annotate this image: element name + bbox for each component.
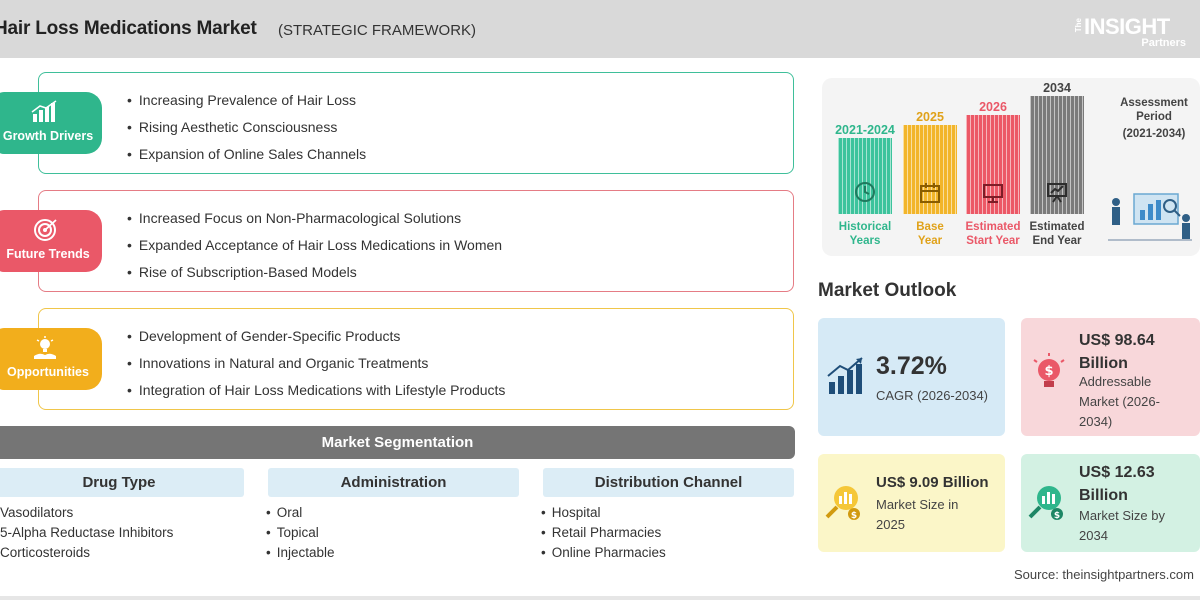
timeline-bar-start bbox=[966, 115, 1020, 214]
segmentation-title: Market Segmentation bbox=[0, 426, 795, 459]
administration-header: Administration bbox=[268, 468, 519, 497]
addressable-market-value: US$ 98.64 Billion bbox=[1079, 332, 1155, 372]
market-size-2034-label: Market Size by 2034 bbox=[1079, 508, 1165, 543]
list-item: Rise of Subscription-Based Models bbox=[127, 259, 502, 286]
distribution-channel-list: Hospital Retail Pharmacies Online Pharma… bbox=[541, 503, 666, 563]
list-item: Topical bbox=[266, 523, 335, 543]
timeline-year-end: 2034 bbox=[1043, 81, 1071, 95]
target-icon bbox=[34, 219, 57, 241]
timeline-label-base: Base Year bbox=[916, 221, 944, 247]
page-subtitle: (STRATEGIC FRAMEWORK) bbox=[278, 22, 477, 39]
analytics-people-icon bbox=[1108, 193, 1192, 241]
badge-label: Future Trends bbox=[6, 247, 90, 261]
timeline-year-historical: 2021-2024 bbox=[835, 123, 895, 137]
timeline-label-end: Estimated End Year bbox=[1029, 221, 1085, 247]
rising-chart-icon bbox=[827, 357, 863, 394]
timeline-bar-end bbox=[1030, 96, 1084, 214]
bottom-divider bbox=[0, 596, 1200, 600]
addressable-market-label: Addressable Market (2026-2034) bbox=[1079, 374, 1160, 429]
list-item: Innovations in Natural and Organic Treat… bbox=[127, 350, 505, 377]
magnifier-chart-icon: $ bbox=[1028, 486, 1063, 521]
growth-drivers-list: Increasing Prevalence of Hair Loss Risin… bbox=[127, 87, 366, 168]
svg-text:$: $ bbox=[851, 511, 857, 521]
timeline-label-historical: Historical Years bbox=[838, 221, 892, 247]
header-bar: Hair Loss Medications Market (STRATEGIC … bbox=[0, 0, 1200, 58]
addressable-market-card: $ US$ 98.64 Billion Addressable Market (… bbox=[1021, 318, 1200, 436]
svg-text:$: $ bbox=[1044, 364, 1053, 379]
cagr-card: 3.72% CAGR (2026-2034) bbox=[818, 318, 1005, 436]
drug-type-list: Vasodilators 5-Alpha Reductase Inhibitor… bbox=[0, 503, 173, 563]
opportunities-list: Development of Gender-Specific Products … bbox=[127, 323, 506, 404]
administration-list: Oral Topical Injectable bbox=[266, 503, 335, 563]
drug-type-header: Drug Type bbox=[0, 468, 244, 497]
monitor-icon bbox=[983, 184, 1003, 203]
dollar-bulb-icon: $ bbox=[1033, 353, 1065, 387]
list-item: Integration of Hair Loss Medications wit… bbox=[127, 377, 506, 404]
market-size-2034-card: $ US$ 12.63 Billion Market Size by 2034 bbox=[1021, 454, 1200, 552]
cagr-label: CAGR (2026-2034) bbox=[876, 388, 988, 403]
assessment-period-range: (2021-2034) bbox=[1122, 128, 1186, 140]
future-trends-box: Increased Focus on Non-Pharmacological S… bbox=[38, 190, 794, 292]
timeline-bar-base bbox=[903, 125, 957, 214]
list-item: Development of Gender-Specific Products bbox=[127, 323, 505, 350]
svg-text:$: $ bbox=[1054, 511, 1060, 521]
opportunities-badge: Opportunities bbox=[0, 328, 102, 390]
market-outlook-title: Market Outlook bbox=[818, 280, 957, 301]
bar-growth-icon bbox=[31, 100, 57, 122]
list-item: Retail Pharmacies bbox=[541, 523, 666, 543]
growth-drivers-badge: Growth Drivers bbox=[0, 92, 102, 154]
list-item: Vasodilators bbox=[0, 505, 74, 520]
source-credit: Source: theinsightpartners.com bbox=[1014, 567, 1194, 582]
timeline-year-base: 2025 bbox=[916, 110, 944, 124]
future-trends-list: Increased Focus on Non-Pharmacological S… bbox=[127, 205, 502, 286]
magnifier-chart-icon: $ bbox=[825, 486, 860, 521]
page-title: Hair Loss Medications Market bbox=[0, 18, 257, 39]
list-item: Oral bbox=[266, 503, 335, 523]
market-size-2025-card: $ US$ 9.09 Billion Market Size in 2025 bbox=[818, 454, 1005, 552]
badge-label: Growth Drivers bbox=[2, 129, 94, 143]
insight-partners-logo: The INSIGHT Partners bbox=[1074, 14, 1186, 49]
list-item: Expanded Acceptance of Hair Loss Medicat… bbox=[127, 232, 502, 259]
list-item: Increasing Prevalence of Hair Loss bbox=[127, 87, 366, 114]
list-item: Hospital bbox=[541, 503, 666, 523]
timeline-year-start: 2026 bbox=[979, 100, 1007, 114]
growth-drivers-box: Increasing Prevalence of Hair Loss Risin… bbox=[38, 72, 794, 174]
assessment-period-title: Assessment Period bbox=[1120, 97, 1188, 123]
list-item: Injectable bbox=[266, 543, 335, 563]
market-size-2025-value: US$ 9.09 Billion bbox=[876, 474, 989, 491]
timeline-bar-historical bbox=[838, 138, 892, 214]
lightbulb-hand-icon bbox=[34, 336, 56, 359]
distribution-channel-header: Distribution Channel bbox=[543, 468, 794, 497]
list-item: Increased Focus on Non-Pharmacological S… bbox=[127, 205, 502, 232]
presentation-icon bbox=[1047, 183, 1067, 203]
list-item: Online Pharmacies bbox=[541, 543, 666, 563]
list-item: 5-Alpha Reductase Inhibitors bbox=[0, 525, 174, 540]
market-size-2025-label: Market Size in 2025 bbox=[876, 497, 959, 532]
list-item: Expansion of Online Sales Channels bbox=[127, 141, 366, 168]
cagr-value: 3.72% bbox=[876, 352, 947, 380]
list-item: Corticosteroids bbox=[0, 545, 91, 560]
badge-label: Opportunities bbox=[7, 365, 89, 379]
clock-icon bbox=[855, 182, 875, 202]
calendar-icon bbox=[920, 183, 940, 203]
market-size-2034-value: US$ 12.63 Billion bbox=[1079, 464, 1155, 504]
opportunities-box: Development of Gender-Specific Products … bbox=[38, 308, 794, 410]
future-trends-badge: Future Trends bbox=[0, 210, 102, 272]
list-item: Rising Aesthetic Consciousness bbox=[127, 114, 366, 141]
timeline-label-start: Estimated Start Year bbox=[965, 221, 1021, 247]
